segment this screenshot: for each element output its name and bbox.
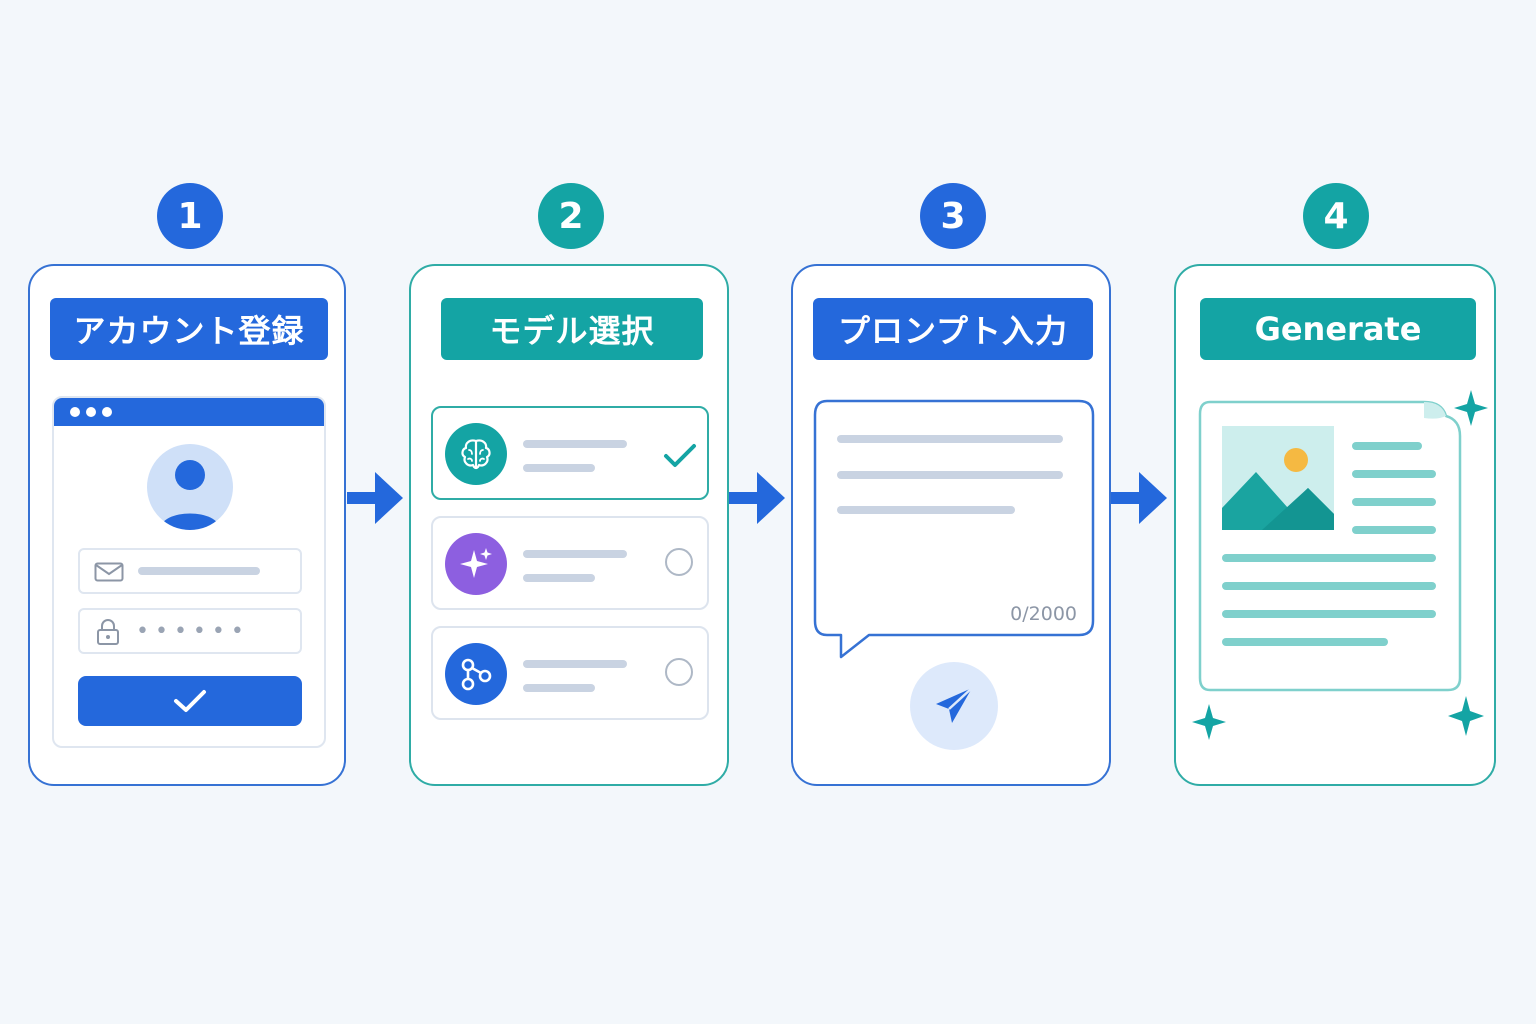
sparkle-icon — [445, 533, 507, 595]
image-icon — [1222, 426, 1334, 530]
sparkle-icon — [1192, 704, 1226, 740]
window-titlebar — [54, 398, 324, 426]
model-name-line — [523, 660, 627, 668]
model-radio[interactable] — [665, 548, 693, 576]
step-3-title: プロンプト入力 — [813, 298, 1093, 360]
model-desc-line — [523, 574, 595, 582]
window-dot — [102, 407, 112, 417]
signup-submit-button[interactable] — [78, 676, 302, 726]
nodes-icon — [445, 643, 507, 705]
model-desc-line — [523, 684, 595, 692]
doc-text-line — [1352, 470, 1436, 478]
brain-icon — [445, 423, 507, 485]
mail-icon — [94, 562, 124, 582]
email-placeholder-line — [138, 567, 260, 575]
generated-document — [1198, 400, 1464, 694]
prompt-input[interactable]: 0/2000 — [817, 403, 1091, 631]
password-mask: •••••• — [136, 619, 250, 644]
step-3-card: プロンプト入力 0/2000 — [791, 264, 1111, 786]
prompt-text-line — [837, 471, 1063, 479]
model-name-line — [523, 550, 627, 558]
step-2-badge: 2 — [538, 183, 604, 249]
flow-arrow — [347, 472, 403, 524]
doc-text-line — [1352, 442, 1422, 450]
password-field[interactable]: •••••• — [78, 608, 302, 654]
doc-text-line — [1222, 610, 1436, 618]
sparkle-icon — [1448, 696, 1484, 736]
email-field[interactable] — [78, 548, 302, 594]
check-icon — [174, 690, 206, 712]
step-4-card: Generate — [1174, 264, 1496, 786]
doc-text-line — [1222, 554, 1436, 562]
step-1-title: アカウント登録 — [50, 298, 328, 360]
model-option-nodes[interactable] — [431, 626, 709, 720]
step-4-badge: 4 — [1303, 183, 1369, 249]
signup-window: •••••• — [52, 396, 326, 748]
flow-arrow — [729, 472, 785, 524]
selected-check-icon — [664, 444, 696, 467]
step-1-card: アカウント登録 •••••• — [28, 264, 346, 786]
model-radio[interactable] — [665, 658, 693, 686]
avatar — [147, 444, 233, 530]
doc-text-line — [1222, 638, 1388, 646]
send-button[interactable] — [910, 662, 998, 750]
prompt-text-line — [837, 435, 1063, 443]
doc-text-line — [1352, 498, 1436, 506]
prompt-bubble-shape — [813, 399, 1095, 659]
model-option-brain[interactable] — [431, 406, 709, 500]
doc-text-line — [1222, 582, 1436, 590]
step-2-card: モデル選択 — [409, 264, 729, 786]
flow-arrow — [1111, 472, 1167, 524]
sparkle-icon — [1454, 390, 1488, 426]
prompt-text-line — [837, 506, 1015, 514]
model-option-sparkle[interactable] — [431, 516, 709, 610]
step-4-title: Generate — [1200, 298, 1476, 360]
step-1-badge: 1 — [157, 183, 223, 249]
model-name-line — [523, 440, 627, 448]
step-2-title: モデル選択 — [441, 298, 703, 360]
doc-text-line — [1352, 526, 1436, 534]
model-desc-line — [523, 464, 595, 472]
step-3-badge: 3 — [920, 183, 986, 249]
char-counter: 0/2000 — [1010, 603, 1077, 625]
user-icon — [160, 460, 220, 530]
send-icon — [936, 687, 973, 723]
window-dot — [70, 407, 80, 417]
lock-icon — [97, 619, 119, 645]
window-dot — [86, 407, 96, 417]
